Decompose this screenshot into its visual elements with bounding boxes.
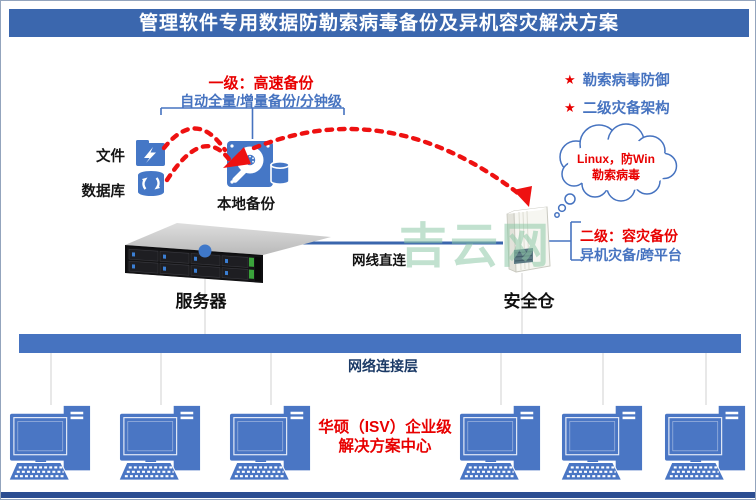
vault-label: 安全仓 [503, 292, 555, 311]
network-layer-label: 网络连接层 [348, 358, 418, 374]
arrow-file-to-backup [161, 126, 228, 153]
level1-bracket [160, 107, 345, 139]
database-icon [138, 171, 164, 196]
arrow-db-to-backup [164, 143, 234, 183]
workstation-icon [119, 404, 202, 482]
arrowhead-into-backup [223, 147, 251, 168]
workstation-icon [459, 404, 542, 482]
highlight-label: 二级灾备架构 [582, 101, 670, 117]
workstation-icon [561, 404, 644, 482]
workstation-icon [9, 404, 92, 482]
level1-subheading: 自动全量/增量备份/分钟级 [180, 93, 342, 109]
local-backup-label: 本地备份 [217, 197, 275, 213]
footer-note-line1: 华硕（ISV）企业级 [318, 419, 452, 436]
cloud-note-line1: Linux，防Win [577, 152, 655, 166]
database-source-label: 数据库 [81, 184, 126, 200]
star-icon: ★ [564, 71, 576, 87]
network-connector-lines [50, 258, 707, 405]
highlight-label: 勒索病毒防御 [582, 73, 670, 89]
vault-icon [506, 206, 551, 273]
cloud-note-line2: 勒索病毒 [591, 168, 640, 182]
workstation-icon [229, 404, 312, 482]
server-label: 服务器 [175, 292, 227, 311]
star-icon: ★ [564, 99, 576, 115]
watermark-text: 吉云网 [399, 220, 553, 273]
page-title: 管理软件专用数据防勒索病毒备份及异机容灾解决方案 [9, 9, 749, 37]
level1-heading: 一级：高速备份 [208, 75, 314, 92]
highlight-item-dr-architecture: ★ 二级灾备架构 [564, 97, 670, 118]
file-folder-icon [136, 140, 165, 166]
bottom-accent-strip [1, 492, 755, 498]
server-link-dot [198, 244, 212, 258]
level2-heading: 二级：容灾备份 [580, 228, 678, 244]
arrowhead-into-vault [513, 186, 532, 207]
workstation-icon [664, 404, 747, 482]
level2-subheading: 异机灾备/跨平台 [580, 247, 682, 263]
cloud-bubble [554, 123, 678, 218]
file-source-label: 文件 [96, 149, 125, 165]
direct-link-label: 网线直连 [352, 253, 406, 268]
footer-note: 华硕（ISV）企业级 解决方案中心 [303, 418, 467, 456]
level2-bracket [549, 221, 581, 261]
server-icon [125, 223, 331, 283]
highlight-item-ransomware: ★ 勒索病毒防御 [564, 69, 670, 90]
footer-note-line2: 解决方案中心 [338, 438, 432, 455]
backup-flow-arrows [161, 126, 526, 200]
cloud-note: Linux，防Win 勒索病毒 [557, 151, 675, 183]
arrow-backup-to-vault [251, 126, 526, 200]
network-layer-bar [19, 334, 741, 353]
